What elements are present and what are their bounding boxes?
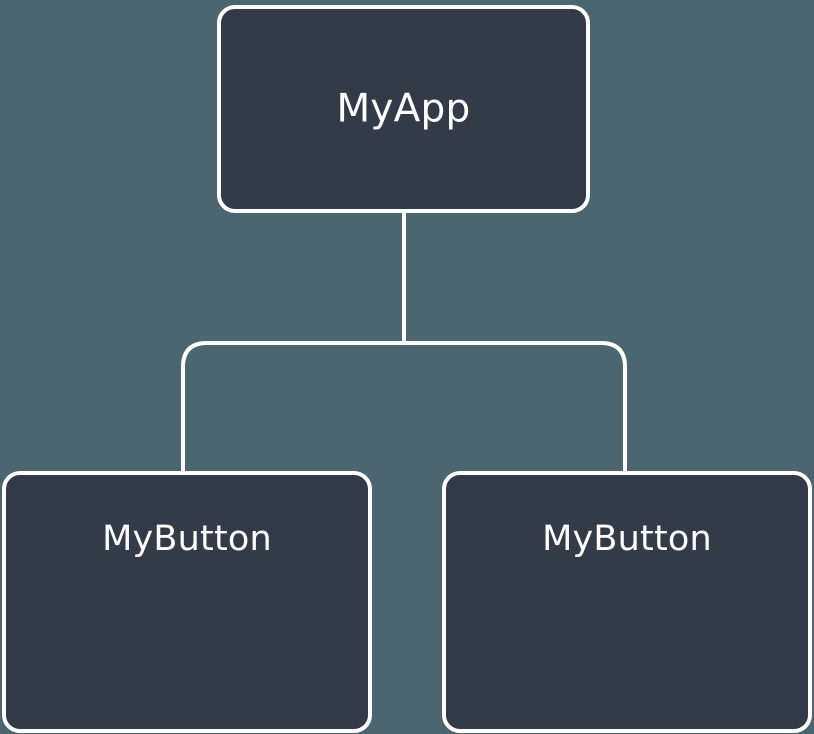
node-mybutton-left[interactable]: MyButton count 1 bbox=[2, 471, 372, 733]
node-mybutton-right[interactable]: MyButton count 0 bbox=[442, 471, 812, 733]
connector-branch-right bbox=[404, 341, 627, 471]
node-myapp[interactable]: MyApp bbox=[217, 5, 590, 213]
node-myapp-label: MyApp bbox=[336, 86, 471, 132]
node-mybutton-right-label: MyButton bbox=[542, 519, 712, 559]
connector-branch-left bbox=[181, 341, 404, 471]
node-mybutton-left-label: MyButton bbox=[102, 519, 272, 559]
